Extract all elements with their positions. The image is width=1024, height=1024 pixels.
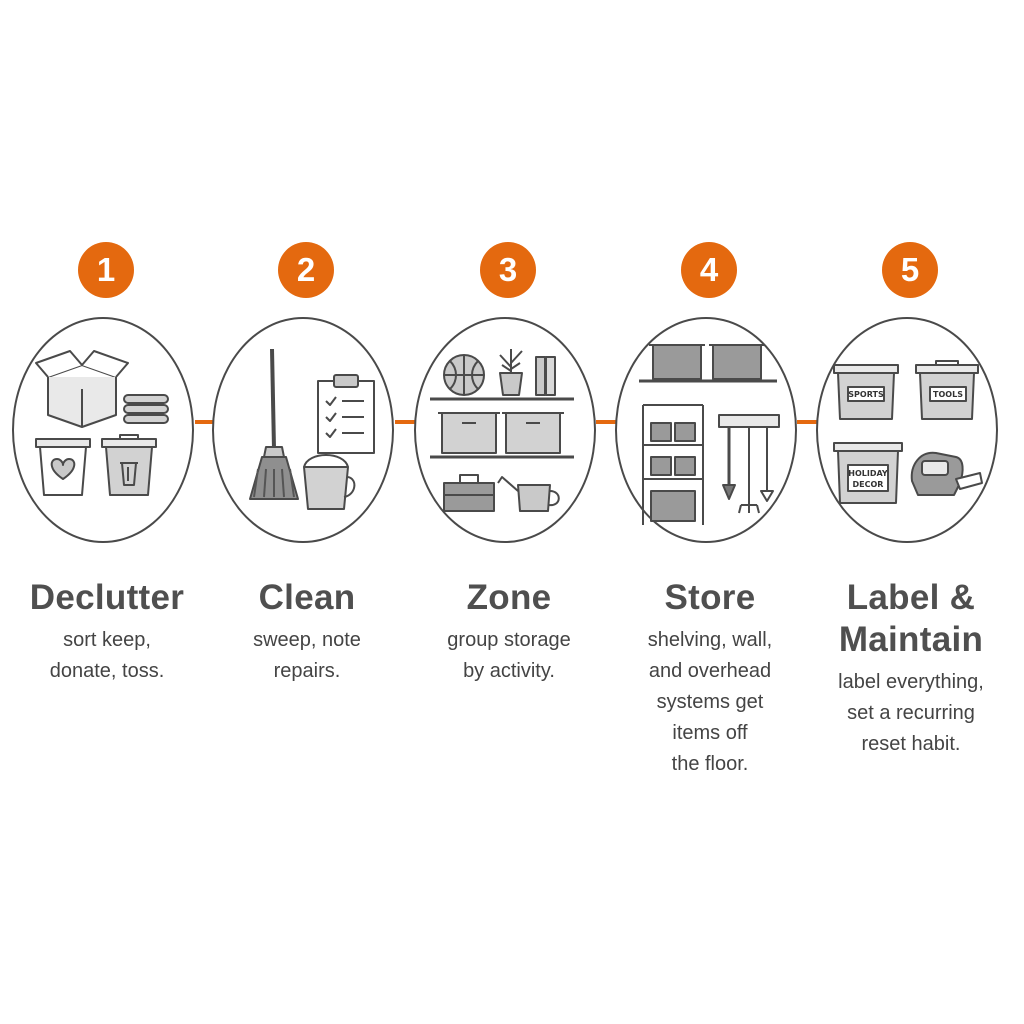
desc-line: sweep, note bbox=[253, 629, 361, 651]
step-number-badge: 1 bbox=[78, 242, 134, 298]
step-illustration-circle bbox=[12, 317, 194, 543]
desc-line: by activity. bbox=[463, 660, 555, 682]
shelving-unit-icon bbox=[642, 404, 704, 525]
toolbox-icon bbox=[443, 474, 495, 512]
trash-can-icon bbox=[101, 434, 157, 496]
books-icon bbox=[535, 356, 556, 396]
desc-line: the floor. bbox=[671, 753, 749, 775]
bin-label-tools: TOOLS bbox=[933, 390, 963, 399]
desc-line: repairs. bbox=[273, 660, 341, 682]
step-title: Clean bbox=[258, 578, 356, 617]
step-title: Label & Maintain bbox=[811, 577, 1011, 661]
watering-can-icon bbox=[497, 476, 560, 512]
step-illustration-circle bbox=[212, 317, 394, 543]
wall-rail-tools-icon bbox=[718, 414, 780, 514]
step-description: label everything, set a recurring reset … bbox=[811, 667, 1011, 760]
broom-icon bbox=[249, 348, 299, 500]
bucket-icon bbox=[303, 454, 356, 510]
label-maker-icon bbox=[910, 451, 983, 496]
desc-line: label everything, bbox=[838, 671, 984, 693]
step-description: group storage by activity. bbox=[409, 625, 609, 687]
desc-line: group storage bbox=[447, 629, 571, 651]
step-title: Store bbox=[664, 578, 756, 617]
desc-line: systems get bbox=[656, 691, 764, 713]
step-description: sweep, note repairs. bbox=[207, 625, 407, 687]
open-box-icon bbox=[35, 350, 129, 428]
desc-line: set a recurring bbox=[847, 702, 975, 724]
step-number-badge: 2 bbox=[278, 242, 334, 298]
desc-line: reset habit. bbox=[861, 733, 961, 755]
step-description: shelving, wall, and overhead systems get… bbox=[610, 625, 810, 780]
step-description: sort keep, donate, toss. bbox=[7, 625, 207, 687]
tools-bin-icon bbox=[915, 360, 979, 420]
desc-line: sort keep, bbox=[63, 629, 151, 651]
bin-label-sports: SPORTS bbox=[848, 390, 884, 399]
step-illustration-circle bbox=[414, 317, 596, 543]
step-illustration-circle: SPORTS TOOLS HOLIDAY DECOR bbox=[816, 317, 998, 543]
desc-line: and overhead bbox=[648, 660, 772, 682]
bin-label-holiday: HOLIDAY bbox=[848, 469, 888, 478]
clipboard-checklist-icon bbox=[317, 374, 375, 454]
potted-plant-icon bbox=[499, 349, 523, 396]
desc-line: donate, toss. bbox=[49, 660, 165, 682]
folded-towels-icon bbox=[123, 394, 169, 424]
desc-line: items off bbox=[672, 722, 748, 744]
overhead-rack-icon bbox=[639, 344, 777, 383]
step-number-badge: 3 bbox=[480, 242, 536, 298]
step-title: Zone bbox=[466, 578, 552, 617]
title-line: Maintain bbox=[838, 620, 984, 659]
title-line: Label & bbox=[846, 578, 976, 617]
donate-bin-heart-icon bbox=[35, 438, 91, 496]
desc-line: shelving, wall, bbox=[647, 629, 773, 651]
sports-bin-icon bbox=[833, 364, 899, 420]
bin-label-decor: DECOR bbox=[853, 480, 884, 489]
basketball-icon bbox=[443, 354, 485, 396]
step-illustration-circle bbox=[615, 317, 797, 543]
holiday-decor-bin-icon bbox=[833, 442, 903, 504]
step-title: Declutter bbox=[29, 578, 185, 617]
storage-shelf-icon bbox=[430, 397, 574, 459]
step-number-badge: 5 bbox=[882, 242, 938, 298]
step-number-badge: 4 bbox=[681, 242, 737, 298]
